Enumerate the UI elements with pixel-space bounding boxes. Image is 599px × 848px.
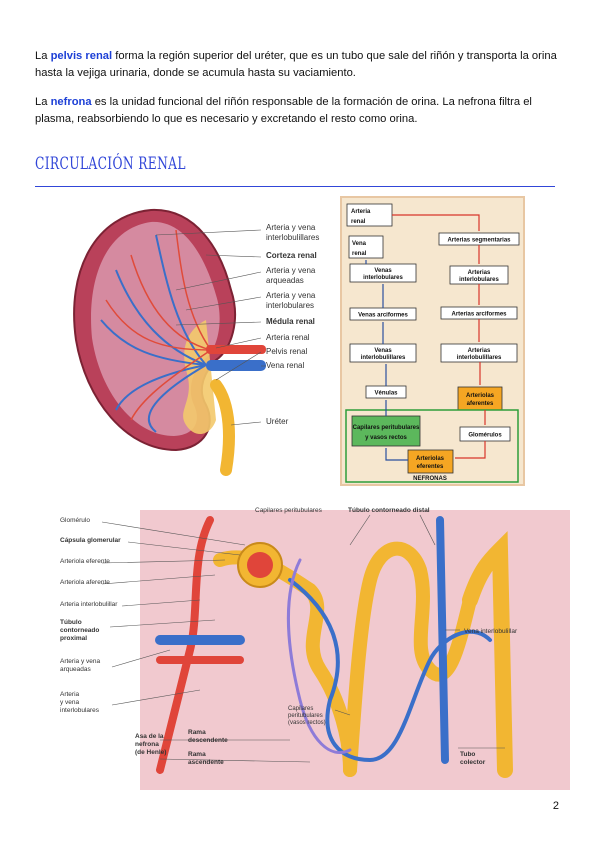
text-capilares-peritubulares-1: Capilares peritubulares: [353, 425, 420, 431]
nephron-leader-lines: [101, 514, 505, 763]
text-arterias-arciformes: Arterias arciformes: [451, 312, 507, 318]
label-tubo-colector-2: colector: [460, 759, 486, 766]
label-tubulo-proximal-3: proximal: [60, 635, 87, 642]
label-arteria-vena-interlobulares-2: interlobulares: [266, 301, 314, 310]
label-capilares-peritubulares-1: Capilares: [288, 706, 313, 712]
label-arteria-vena-interlobulares-1: Arteria y vena: [266, 291, 316, 300]
box-vena-renal: [348, 235, 384, 259]
text-venas-arciformes: Venas arciformes: [358, 313, 408, 319]
article: La: [35, 96, 51, 108]
renal-circulation-flowchart: Arteria renal Vena renal Arterias segmen…: [340, 196, 525, 486]
label-arteria-vena-interlobulillares-2: interlobulillares: [266, 233, 319, 242]
text-glomerulos: Glomérulos: [468, 433, 502, 439]
page-number: 2: [552, 800, 559, 812]
text-nefronas: NEFRONAS: [413, 476, 447, 482]
paragraph-pelvis-renal: La pelvis renal forma la región superior…: [35, 48, 570, 82]
label-rama-descendente-1: Rama: [188, 729, 206, 736]
label-tubo-colector-1: Tubo: [460, 751, 475, 758]
label-arteria-vena-arqueadas-1: Arteria y vena: [266, 266, 316, 275]
text-venas-interlobulares-1: Venas: [374, 268, 392, 274]
label-pelvis-renal: Pelvis renal: [266, 347, 308, 356]
text-arteriolas-eferentes-2: eferentes: [417, 464, 444, 470]
text-venas-interlobulillares-1: Venas: [374, 348, 392, 354]
text-arteria-renal-2: renal: [351, 219, 366, 225]
nefronas-frame: [345, 409, 519, 483]
label-arteriola-aferente: Arteriola aferente: [60, 579, 110, 586]
label-rama-descendente-2: descendente: [188, 737, 228, 744]
label-ureter: Uréter: [266, 417, 289, 426]
label-capsula-glomerular: Cápsula glomerular: [60, 537, 121, 544]
label-arteria-vena-interlobulares-3: interlobulares: [60, 707, 100, 714]
text-vena-renal-2: renal: [352, 251, 367, 257]
label-capilares-peritubulares-2: peritubulares: [288, 713, 323, 719]
label-arteria-vena-arqueadas-2: arqueadas: [266, 276, 304, 285]
text-arteria-renal-1: Arteria: [351, 209, 371, 215]
paragraph-nefrona: La nefrona es la unidad funcional del ri…: [35, 94, 570, 128]
label-glomerulo: Glomérulo: [60, 517, 90, 524]
text-arteriolas-aferentes-1: Arteriolas: [466, 393, 495, 399]
label-arteriola-eferente: Arteriola eferente: [60, 558, 110, 565]
label-arteria-vena-arqueadas-1: Arteria y vena: [60, 658, 100, 665]
glomerulus-shape: [247, 552, 273, 578]
label-medula-renal: Médula renal: [266, 317, 315, 326]
box-arterias-interlobulillares: [440, 343, 518, 363]
box-arteriolas-eferentes: [407, 449, 454, 474]
label-tubulo-contorneado-distal: Túbulo contorneado distal: [348, 507, 430, 514]
paragraph-text: es la unidad funcional del riñón respons…: [35, 96, 532, 125]
term-pelvis-renal: pelvis renal: [50, 50, 113, 62]
text-arterias-segmentarias: Arterias segmentarias: [447, 238, 511, 244]
label-arteria-renal: Arteria renal: [266, 333, 310, 342]
label-arteria-vena-interlobulillares-1: Arteria y vena: [266, 223, 316, 232]
label-asa-nefrona-3: (de Henle): [135, 749, 166, 756]
text-arteriolas-eferentes-1: Arteriolas: [416, 456, 445, 462]
label-vena-interlobulillar: Vena interlobulillar: [464, 628, 518, 635]
nephron-illustration: Glomérulo Cápsula glomerular Arteriola e…: [60, 507, 570, 790]
kidney-drawing: [73, 208, 266, 476]
label-arteria-interlobulillar: Arteria interlobulillar: [60, 601, 118, 608]
text-arterias-interlobulares-1: Arterias: [468, 270, 491, 276]
article: La: [35, 50, 51, 62]
label-corteza-renal: Corteza renal: [266, 251, 317, 260]
label-vena-renal: Vena renal: [266, 361, 304, 370]
label-tubulo-proximal-2: contorneado: [60, 627, 99, 634]
paragraph-text: forma la región superior del uréter, que…: [35, 50, 557, 79]
label-arteria-vena-interlobulares-2: y vena: [60, 699, 80, 706]
text-venulas: Vénulas: [374, 391, 398, 397]
text-vena-renal-1: Vena: [352, 241, 367, 247]
flow-arrows: [365, 214, 486, 461]
text-arterias-interlobulares-2: interlobulares: [459, 277, 499, 283]
section-title: CIRCULACIÓN RENAL: [35, 154, 186, 174]
label-tubulo-proximal-1: Túbulo: [60, 619, 82, 626]
kidney-leader-lines: [155, 229, 266, 426]
label-capilares-peritubulares-top: Capilares peritubulares: [255, 507, 323, 514]
section-divider: [35, 186, 555, 187]
label-rama-ascendente-2: ascendente: [188, 759, 224, 766]
text-arteriolas-aferentes-2: aferentes: [467, 401, 494, 407]
text-arterias-interlobulillares-1: Arterias: [468, 348, 491, 354]
label-capilares-peritubulares-3: (vasos rectos): [288, 720, 326, 726]
label-asa-nefrona-1: Asa de la: [135, 733, 164, 740]
text-capilares-peritubulares-2: y vasos rectos: [365, 435, 407, 441]
kidney-illustration: Arteria y vena interlobulillares Corteza…: [73, 208, 319, 476]
label-asa-nefrona-2: nefrona: [135, 741, 159, 748]
label-arteria-vena-arqueadas-2: arqueadas: [60, 666, 91, 673]
text-venas-interlobulillares-2: interlobulillares: [361, 355, 406, 361]
label-arteria-vena-interlobulares-1: Arteria: [60, 691, 80, 698]
box-venas-interlobulares: [349, 263, 417, 283]
label-rama-ascendente-1: Rama: [188, 751, 206, 758]
text-arterias-interlobulillares-2: interlobulillares: [457, 355, 502, 361]
box-capilares-peritubulares: [351, 415, 421, 447]
term-nefrona: nefrona: [50, 96, 92, 108]
text-venas-interlobulares-2: interlobulares: [363, 275, 403, 281]
